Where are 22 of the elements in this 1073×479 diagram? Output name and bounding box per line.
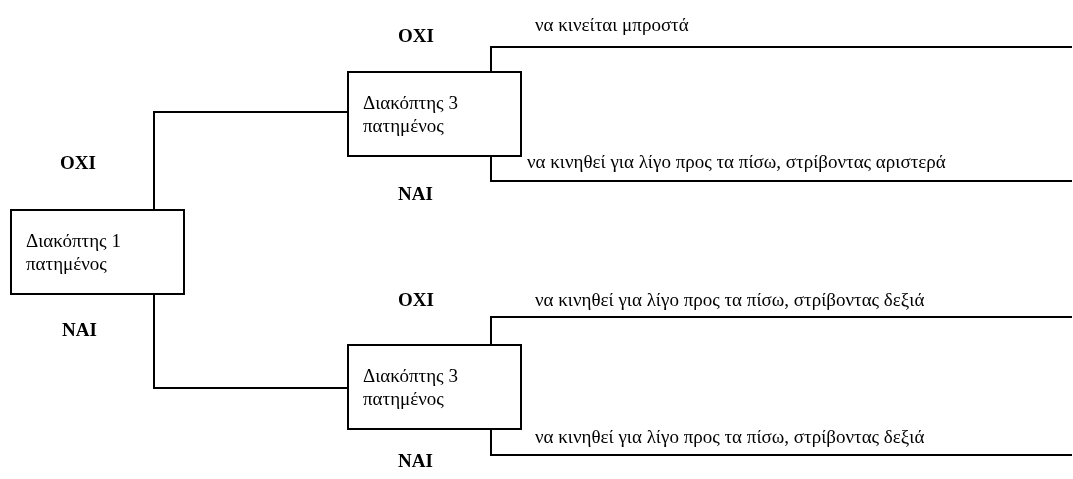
branch-label: OXI <box>398 289 434 311</box>
edge-label: OXI <box>60 152 96 174</box>
connector-line <box>153 111 348 210</box>
box-label: Διακόπτης 3 πατημένος <box>363 91 459 137</box>
edge-label: NAI <box>62 319 97 341</box>
connector-line <box>490 316 1073 345</box>
branch-label: NAI <box>398 183 433 205</box>
connector-line <box>153 294 348 389</box>
edge-label: να κινείται μπροστά <box>535 14 689 36</box>
connector-line <box>490 46 1073 72</box>
edge-label: να κινηθεί για λίγο προς τα πίσω, στρίβοντας αριστερά <box>527 151 946 173</box>
branch-label: OXI <box>398 25 434 47</box>
connector-line <box>490 429 1073 456</box>
process-box <box>347 344 522 430</box>
connector-line <box>490 156 1073 182</box>
edge-label: να κινηθεί για λίγο προς τα πίσω, στρίβοντας δεξιά <box>535 426 925 448</box>
box-label: Διακόπτης 3 πατημένος <box>363 364 459 410</box>
edge-label: να κινηθεί για λίγο προς τα πίσω, στρίβοντας δεξιά <box>535 289 925 311</box>
process-box <box>10 209 185 295</box>
process-box <box>347 71 522 157</box>
branch-label: NAI <box>398 450 433 472</box>
box-label: Διακόπτης 1 πατημένος <box>26 229 122 275</box>
